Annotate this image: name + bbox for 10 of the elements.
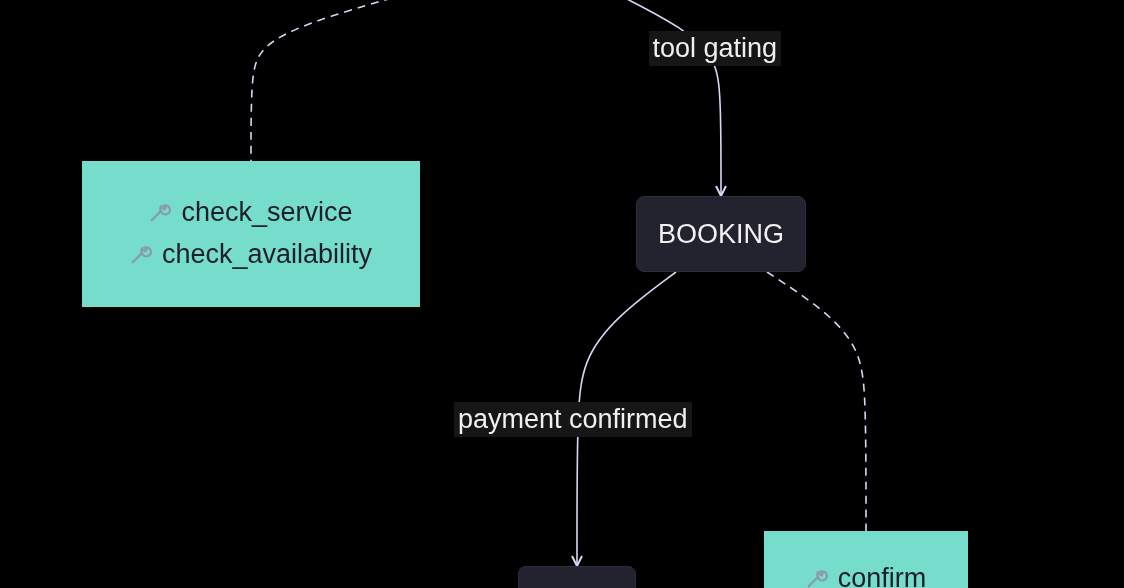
dashed-connector <box>766 271 867 532</box>
tool-box <box>82 161 420 307</box>
edge-label: tool gating <box>648 30 782 66</box>
tool-name: check_service <box>181 196 353 229</box>
edge-label: payment confirmed <box>454 401 692 437</box>
arrow <box>571 271 677 567</box>
tool-name: check_availability <box>161 238 373 271</box>
tool-name: confirm <box>837 562 927 588</box>
state-box <box>636 196 806 272</box>
state-name: BOOKING <box>658 218 784 251</box>
